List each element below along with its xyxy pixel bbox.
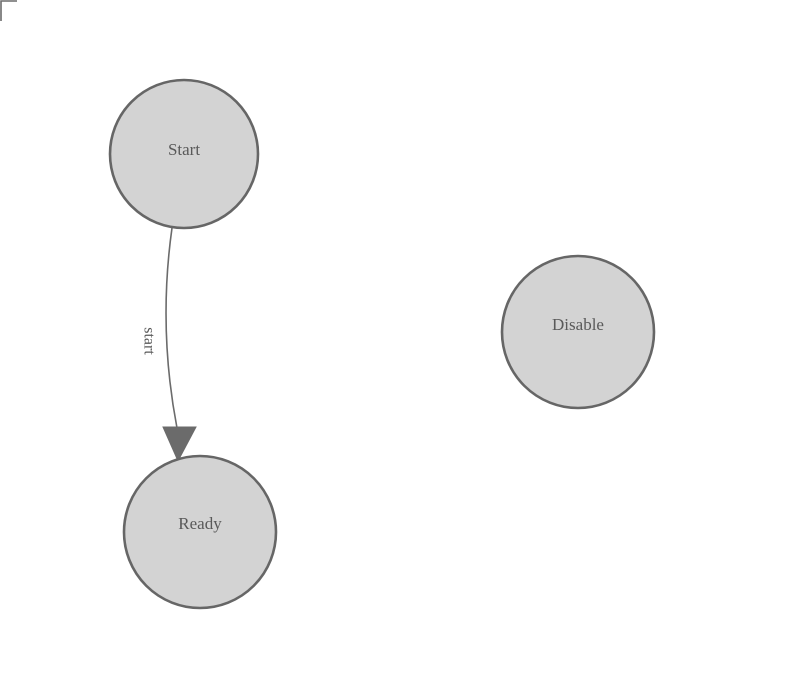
node-disable-label: Disable xyxy=(552,315,604,334)
node-disable-circle[interactable] xyxy=(500,254,656,410)
node-ready[interactable]: Ready xyxy=(122,454,278,610)
edge-line xyxy=(165,227,178,429)
node-start-circle[interactable] xyxy=(108,78,260,230)
edge-label-start: start xyxy=(140,327,157,355)
node-ready-circle[interactable] xyxy=(122,454,278,610)
node-start[interactable]: Start xyxy=(108,78,260,230)
node-disable[interactable]: Disable xyxy=(500,254,656,410)
edge-start-to-ready[interactable]: start xyxy=(140,227,197,463)
top-left-corner-mark xyxy=(0,0,17,21)
node-start-label: Start xyxy=(168,140,200,159)
node-ready-label: Ready xyxy=(178,514,222,533)
arrowhead-icon xyxy=(162,426,197,463)
